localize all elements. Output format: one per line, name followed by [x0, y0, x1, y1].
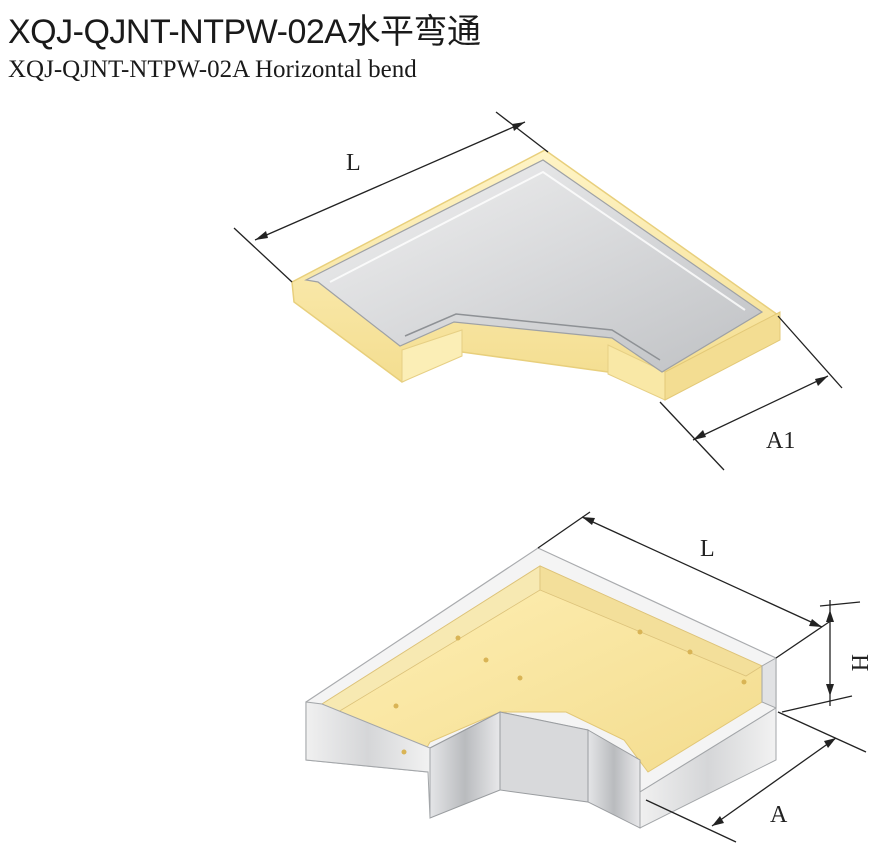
tray-arrow-h-bottom — [826, 684, 834, 696]
tray-arrow-a-start — [824, 738, 836, 748]
cover-dim-ext-a1-bottom — [659, 401, 725, 471]
tray-dim-ext-a-top — [777, 711, 867, 753]
tray-dim-ext-h-top — [819, 601, 861, 607]
cover-dim-ext-a1-top — [777, 315, 843, 389]
tray-end-wall — [761, 657, 777, 709]
cover-dim-ext-left — [233, 227, 293, 283]
tray-dim-ext-a-bottom — [645, 799, 737, 843]
tray-illustration: L H A — [305, 511, 872, 843]
tray-side-wall-right — [639, 707, 777, 829]
tray-height-label: H — [846, 654, 872, 671]
tray-width-label: A — [770, 802, 788, 828]
title-chinese: XQJ-QJNT-NTPW-02A水平弯通 — [8, 13, 481, 51]
cover-dim-ext-right — [495, 111, 549, 153]
tray-side-wall-left — [305, 701, 431, 819]
cover-bevel-front — [404, 313, 661, 361]
cover-width-label: A1 — [766, 428, 795, 454]
tray-dim-ext-h-bottom — [781, 695, 853, 713]
cover-dim-line-a1 — [692, 375, 829, 441]
cover-top-surface — [304, 159, 764, 373]
tray-dim-line-a — [711, 737, 837, 827]
title-english: XQJ-QJNT-NTPW-02A Horizontal bend — [8, 56, 417, 83]
tray-rivets — [393, 629, 747, 755]
cover-bevel-line — [329, 170, 746, 311]
tray-back-wall-right — [539, 565, 763, 677]
tray-arrow-l-start — [582, 517, 595, 525]
tray-dim-ext-l-right — [775, 619, 833, 659]
cover-illustration: L A1 — [233, 111, 843, 471]
cover-arrow-l-end — [512, 122, 525, 131]
cover-dim-line-l — [254, 121, 526, 241]
tray-dim-line-l — [581, 516, 823, 628]
cover-arrow-a1-end — [693, 430, 706, 440]
cover-skirt-end — [664, 311, 781, 401]
cover-arrow-l-start — [255, 231, 268, 240]
tray-length-label: L — [700, 536, 715, 562]
tray-dim-ext-l-left — [537, 511, 591, 549]
cover-length-label: L — [346, 150, 361, 176]
tray-arrow-l-end — [809, 619, 822, 627]
cover-arrow-a1-start — [815, 376, 828, 386]
tray-arrow-a-end — [712, 816, 724, 826]
cover-skirt-left — [401, 329, 463, 383]
tray-arrow-h-top — [826, 610, 834, 622]
